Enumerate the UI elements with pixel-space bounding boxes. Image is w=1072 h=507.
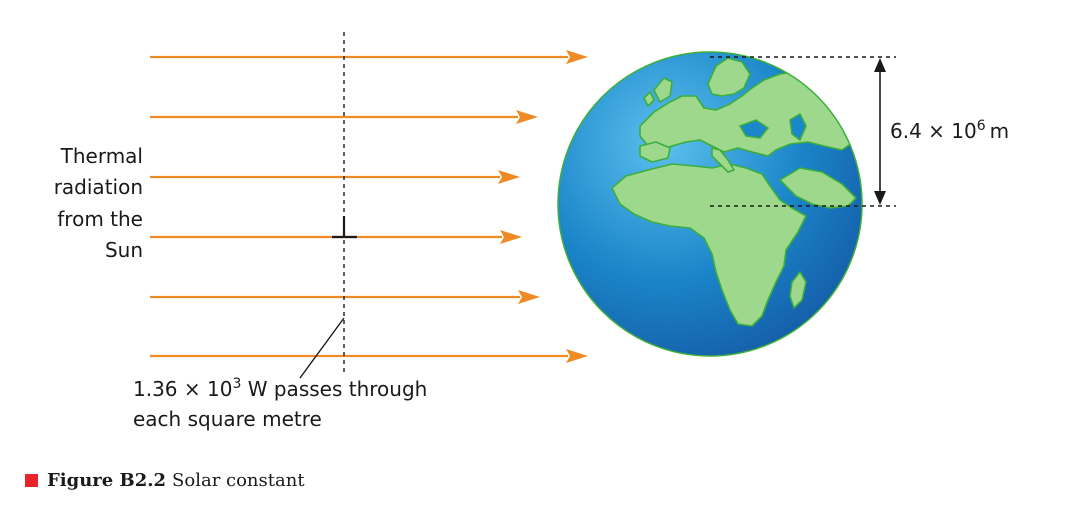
radiation-arrow [150, 349, 588, 363]
radiation-arrow [150, 170, 520, 184]
solar-flux-rest: W passes through [241, 377, 427, 401]
radiation-arrow [150, 230, 522, 244]
thermal-radiation-label-line: radiation [54, 175, 143, 199]
thermal-radiation-label-line: Thermal [60, 144, 143, 168]
figure-caption: Figure B2.2 Solar constant [25, 470, 305, 491]
thermal-radiation-label-line: from the [57, 207, 143, 231]
radiation-arrow [150, 110, 538, 124]
solar-flux-exponent: 3 [232, 376, 241, 392]
solar-flux-value: 1.36 × 10 [133, 377, 232, 401]
flux-pointer-line [299, 317, 345, 379]
earth-radius-unit: m [990, 119, 1009, 143]
earth-globe [557, 51, 863, 357]
thermal-radiation-label-line: Sun [105, 238, 143, 262]
figure-number: Figure B2.2 [47, 470, 166, 491]
solar-flux-label-line2: each square metre [133, 407, 322, 431]
caption: Figure B2.2 Solar constant [47, 470, 305, 491]
perpendicular-mark [332, 216, 357, 239]
solar-flux-label: 1.36 × 103 W passes through [133, 376, 427, 401]
caption-marker-square [25, 474, 38, 487]
radiation-arrow [150, 50, 588, 64]
radius-indicator [710, 56, 896, 207]
earth-radius-exponent: 6 [977, 118, 986, 134]
radiation-arrows [150, 50, 588, 363]
figure-title: Solar constant [172, 470, 305, 491]
radiation-arrow [150, 290, 540, 304]
earth-radius-value: 6.4 × 10 [890, 119, 977, 143]
thermal-radiation-label: Thermal radiation from the Sun [54, 144, 143, 262]
